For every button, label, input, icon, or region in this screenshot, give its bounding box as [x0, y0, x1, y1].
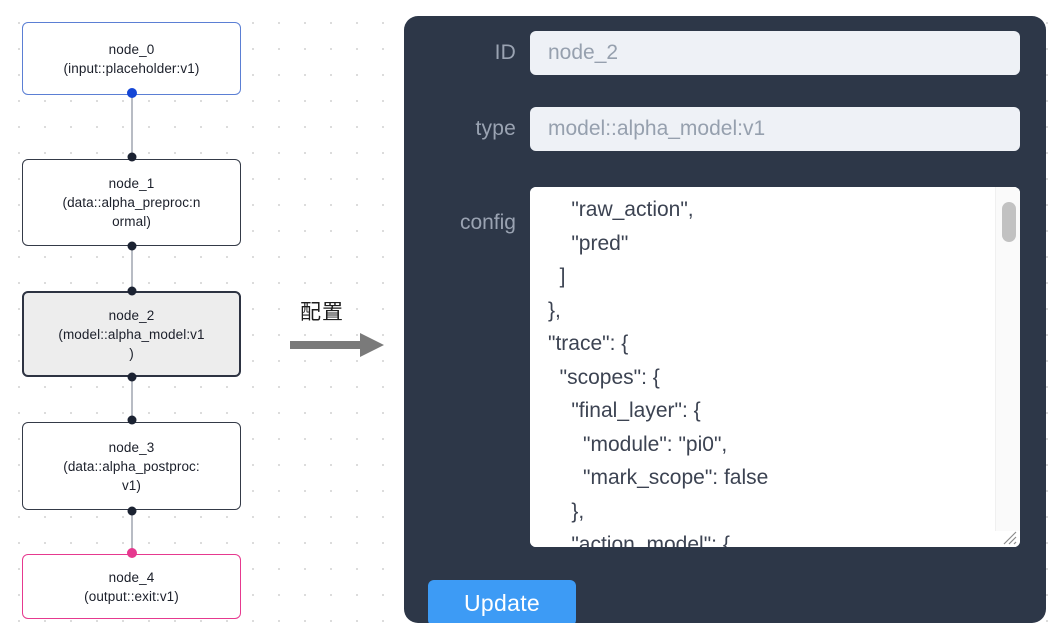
transition-annotation: 配置 [290, 296, 400, 366]
graph-node-node_0[interactable]: node_0 (input::placeholder:v1) [22, 22, 241, 95]
node_2-port-out[interactable] [127, 372, 137, 382]
node-config-panel: ID type config Update [404, 16, 1046, 623]
graph-node-label: node_0 (input::placeholder:v1) [63, 41, 200, 76]
node_2-port-in[interactable] [127, 286, 137, 296]
graph-node-node_4[interactable]: node_4 (output::exit:v1) [22, 554, 241, 619]
type-input[interactable] [530, 107, 1020, 151]
graph-node-label: node_4 (output::exit:v1) [84, 569, 179, 604]
node_1-port-in[interactable] [127, 152, 137, 162]
config-textarea[interactable] [530, 187, 1020, 547]
graph-node-label: node_3 (data::alpha_postproc: v1) [63, 439, 200, 493]
graph-node-label: node_1 (data::alpha_preproc:n ormal) [62, 176, 201, 229]
config-scrollbar[interactable] [995, 187, 1020, 531]
transition-label: 配置 [300, 300, 344, 324]
id-field-row: ID [424, 31, 1020, 75]
update-button[interactable]: Update [428, 580, 576, 623]
config-scrollbar-thumb[interactable] [1002, 202, 1016, 242]
config-field-row: config [424, 187, 1020, 547]
graph-node-label: node_2 (model::alpha_model:v1 ) [58, 307, 205, 361]
arrow-right-icon [290, 333, 384, 357]
config-textarea-wrapper [530, 187, 1020, 547]
type-field-row: type [424, 107, 1020, 151]
node_3-port-out[interactable] [127, 506, 137, 516]
node_1-port-out[interactable] [127, 241, 137, 251]
graph-node-node_2[interactable]: node_2 (model::alpha_model:v1 ) [22, 291, 241, 377]
edge-node1-node2 [131, 245, 133, 292]
id-input[interactable] [530, 31, 1020, 75]
edge-node3-node4 [131, 510, 133, 553]
type-field-label: type [475, 117, 516, 140]
graph-node-node_3[interactable]: node_3 (data::alpha_postproc: v1) [22, 422, 241, 510]
id-field-label: ID [494, 41, 516, 64]
node_3-port-in[interactable] [127, 415, 137, 425]
edge-node0-node1 [131, 90, 133, 160]
graph-node-node_1[interactable]: node_1 (data::alpha_preproc:n ormal) [22, 159, 241, 246]
node_0-port-out[interactable] [127, 88, 137, 98]
resize-grip-icon[interactable] [1000, 528, 1018, 546]
config-field-label: config [459, 211, 516, 234]
edge-node2-node3 [131, 375, 133, 420]
node_4-port-in[interactable] [127, 548, 137, 558]
